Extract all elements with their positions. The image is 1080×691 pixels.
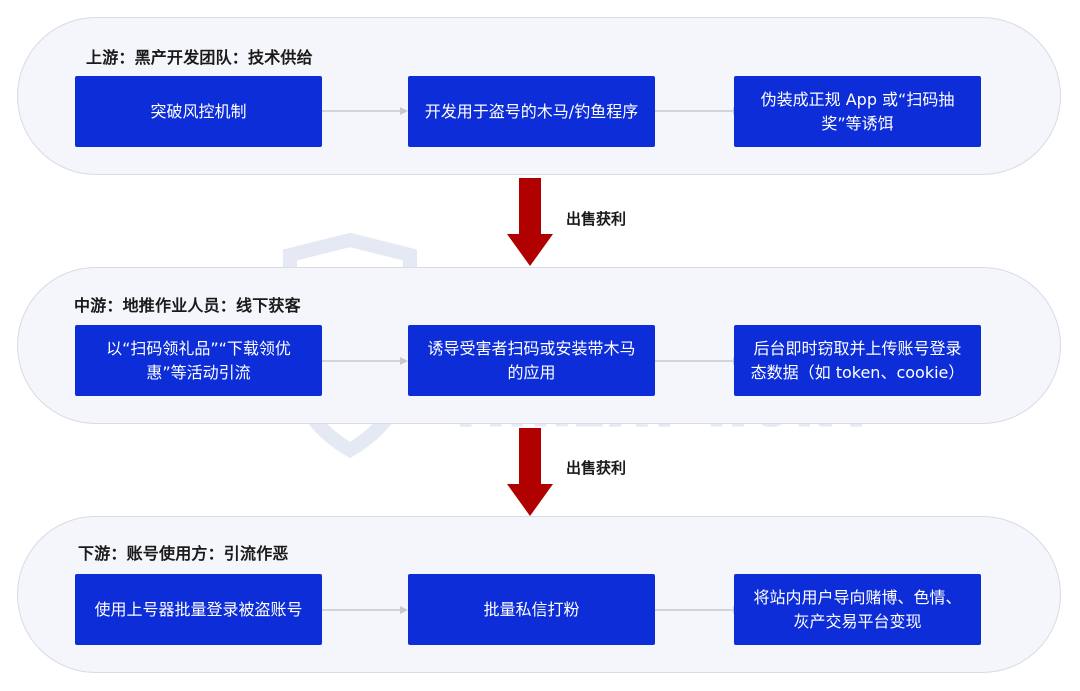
transition-label: 出售获利 xyxy=(566,210,627,228)
flow-box: 使用上号器批量登录被盗账号 xyxy=(75,574,322,645)
flow-box: 开发用于盗号的木马/钓鱼程序 xyxy=(408,76,655,147)
flow-box: 将站内用户导向赌博、色情、灰产交易平台变现 xyxy=(734,574,981,645)
stage-title: 下游：账号使用方：引流作恶 xyxy=(78,544,289,563)
flow-box: 批量私信打粉 xyxy=(408,574,655,645)
flow-box: 伪装成正规 App 或“扫码抽奖”等诱饵 xyxy=(734,76,981,147)
flow-arrow-icon xyxy=(655,357,741,365)
flow-box: 诱导受害者扫码或安装带木马的应用 xyxy=(408,325,655,396)
flow-arrow-icon xyxy=(655,107,741,115)
stage-upstream: 上游：黑产开发团队：技术供给 突破风控机制 开发用于盗号的木马/钓鱼程序 伪装成… xyxy=(17,17,1061,175)
down-arrow-icon xyxy=(507,428,553,516)
flow-arrow-icon xyxy=(322,606,408,614)
flow-box: 突破风控机制 xyxy=(75,76,322,147)
stage-title: 中游：地推作业人员：线下获客 xyxy=(74,296,301,315)
flow-arrow-icon xyxy=(322,107,408,115)
flow-arrow-icon xyxy=(655,606,741,614)
flow-box: 以“扫码领礼品”“下载领优惠”等活动引流 xyxy=(75,325,322,396)
down-arrow-icon xyxy=(507,178,553,266)
stage-downstream: 下游：账号使用方：引流作恶 使用上号器批量登录被盗账号 批量私信打粉 将站内用户… xyxy=(17,516,1061,673)
transition-label: 出售获利 xyxy=(566,459,627,477)
flow-arrow-icon xyxy=(322,357,408,365)
flow-box: 后台即时窃取并上传账号登录态数据（如 token、cookie） xyxy=(734,325,981,396)
stage-title: 上游：黑产开发团队：技术供给 xyxy=(86,48,313,67)
stage-midstream: 中游：地推作业人员：线下获客 以“扫码领礼品”“下载领优惠”等活动引流 诱导受害… xyxy=(17,267,1061,424)
